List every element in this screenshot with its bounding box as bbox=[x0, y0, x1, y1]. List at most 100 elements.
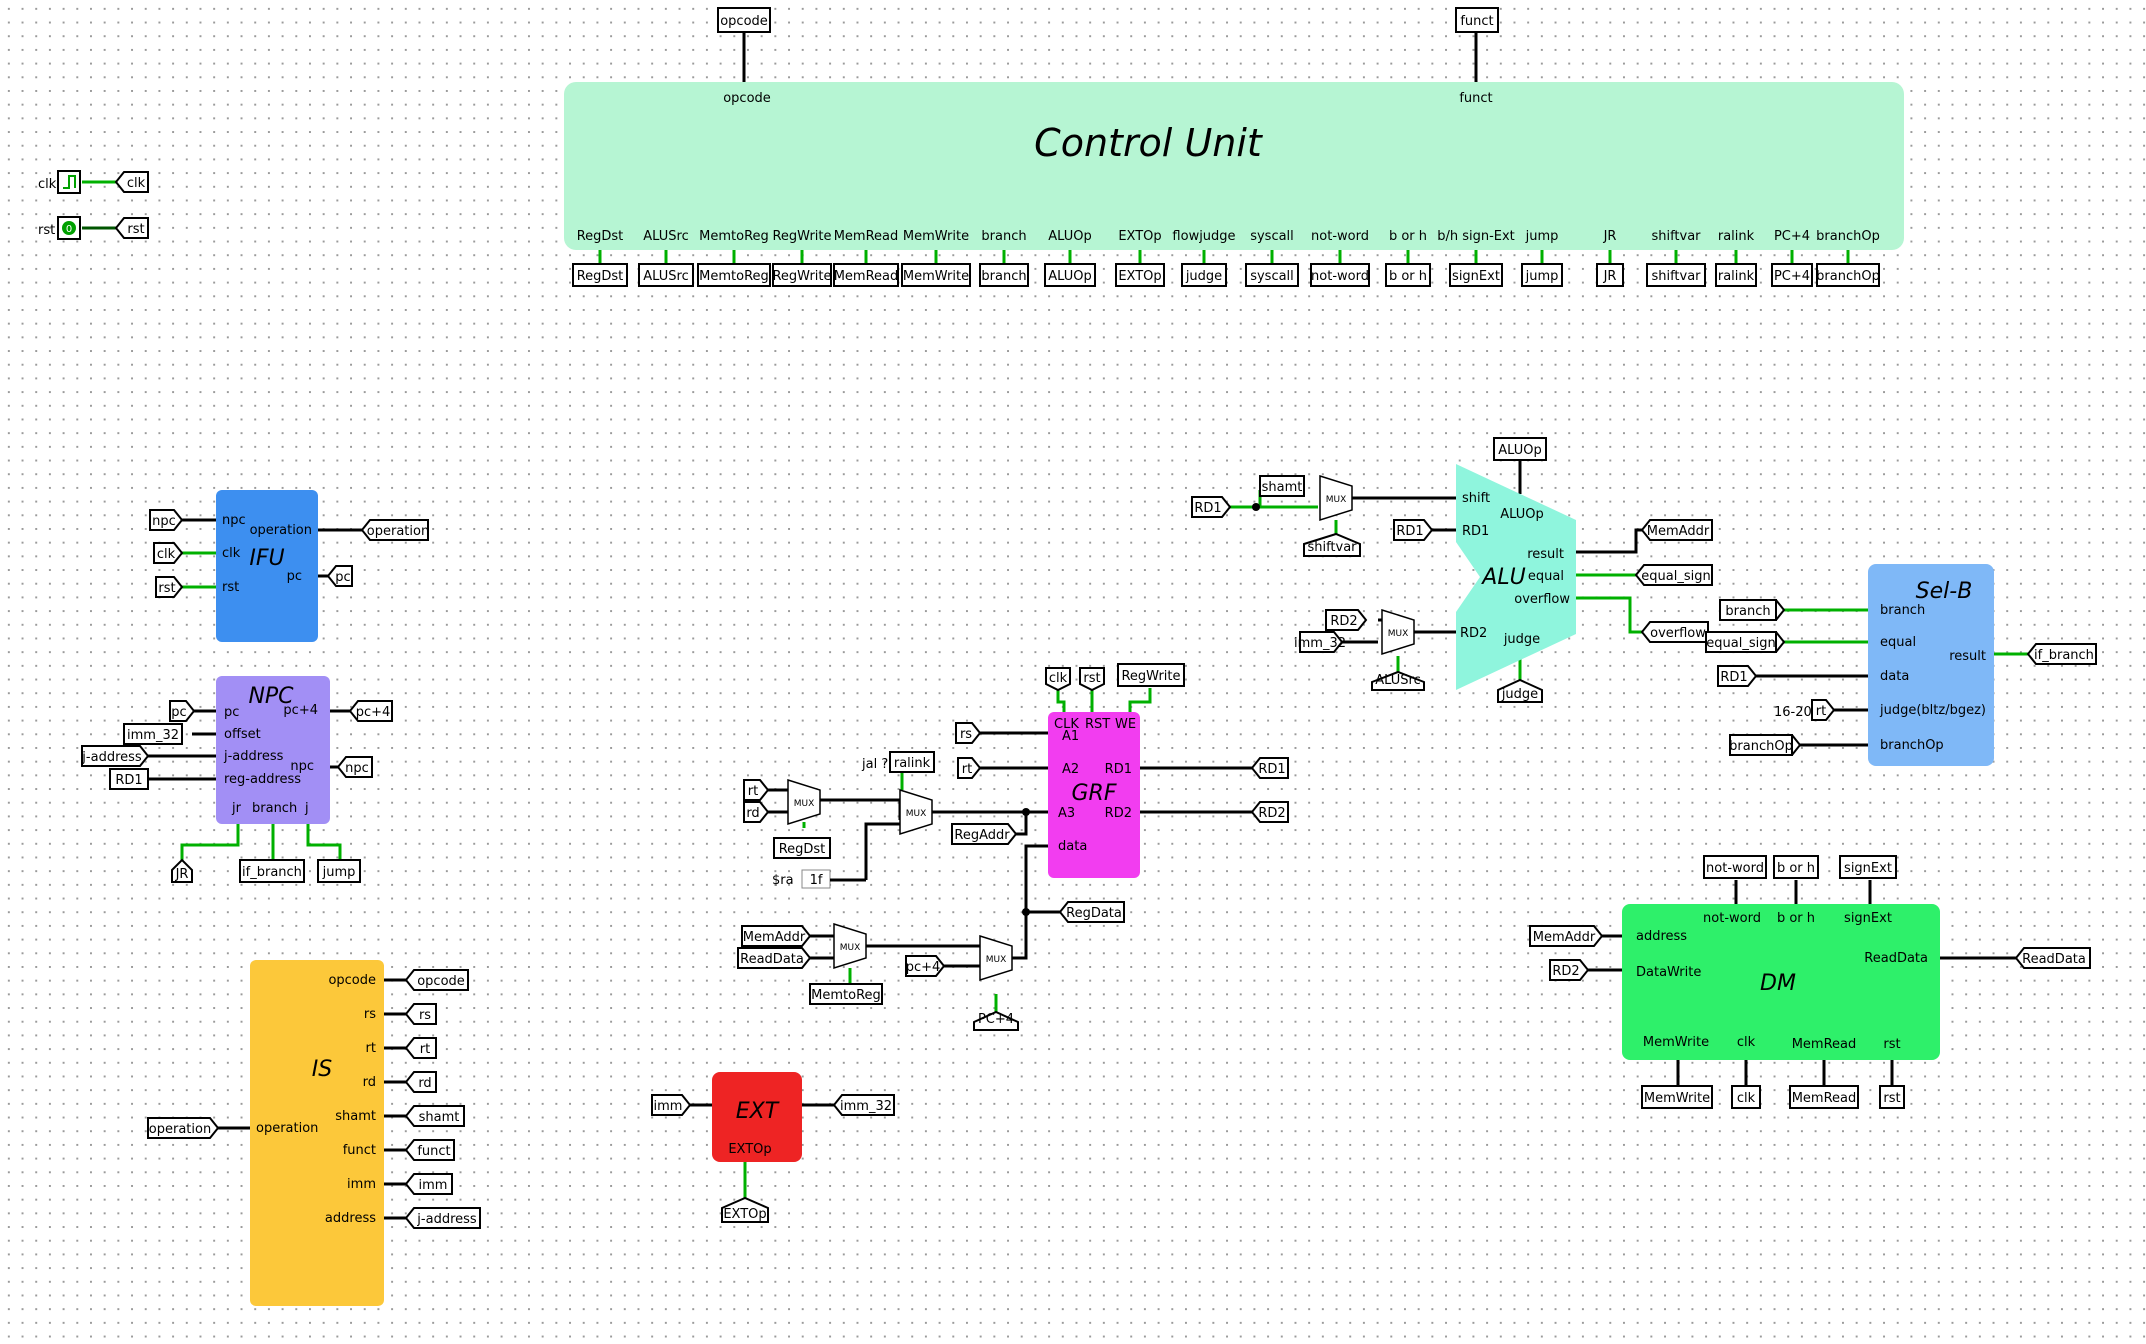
reset-input-pin[interactable]: rst 0 rst bbox=[38, 216, 149, 240]
tunnel-dm-memread[interactable]: MemRead bbox=[1789, 1085, 1859, 1109]
tunnel-cu-11[interactable]: not-word bbox=[1310, 263, 1370, 287]
tunnel-npc-pc4[interactable]: pc+4 bbox=[348, 700, 393, 722]
mux-regdst[interactable]: MUX bbox=[787, 779, 821, 825]
tunnel-npc-npc[interactable]: npc bbox=[336, 756, 373, 778]
tunnel-grf-regdata[interactable]: RegData bbox=[1058, 901, 1125, 923]
tunnel-is-3[interactable]: rd bbox=[404, 1071, 437, 1093]
tunnel-is-4[interactable]: shamt bbox=[404, 1105, 465, 1127]
tunnel-selb-branch[interactable]: branch bbox=[1719, 599, 1786, 621]
alu-block[interactable]: ALU shift ALUOp RD1 result equal overflo… bbox=[1456, 464, 1576, 690]
tunnel-alu-imm32[interactable]: imm_32 bbox=[1294, 631, 1346, 653]
tunnel-cu-18[interactable]: PC+4 bbox=[1771, 263, 1813, 287]
tunnel-alu-judge[interactable]: judge bbox=[1497, 678, 1543, 703]
tunnel-mux-memaddr[interactable]: MemAddr bbox=[741, 925, 812, 947]
tunnel-npc-pc[interactable]: pc bbox=[169, 700, 196, 722]
tunnel-alu-rd1[interactable]: RD1 bbox=[1393, 519, 1434, 541]
tunnel-cu-0[interactable]: RegDst bbox=[572, 263, 628, 287]
mux-memtoreg[interactable]: MUX bbox=[833, 923, 867, 969]
tunnel-is-5[interactable]: funct bbox=[404, 1139, 455, 1161]
selb-block[interactable]: Sel-B branch equal result data judge(blt… bbox=[1868, 564, 1994, 766]
tunnel-dm-rst[interactable]: rst bbox=[1879, 1085, 1905, 1109]
tunnel-is-6[interactable]: imm bbox=[404, 1173, 453, 1195]
tunnel-ralink[interactable]: ralink bbox=[889, 751, 935, 773]
tunnel-dm-clk[interactable]: clk bbox=[1731, 1085, 1761, 1109]
tunnel-cu-8[interactable]: EXTOp bbox=[1115, 263, 1165, 287]
tunnel-npc-jaddress[interactable]: j-address bbox=[81, 745, 150, 767]
tunnel-ifu-clk[interactable]: clk bbox=[153, 542, 184, 564]
is-block[interactable]: IS operation opcodersrtrdshamtfunctimmad… bbox=[250, 960, 384, 1306]
tunnel-grf-rd1[interactable]: RD1 bbox=[1250, 757, 1289, 779]
tunnel-mux-rd[interactable]: rd bbox=[743, 801, 770, 823]
tunnel-alu-overflow[interactable]: overflow bbox=[1640, 621, 1709, 643]
ext-block[interactable]: EXT EXTOp bbox=[712, 1072, 802, 1162]
tunnel-funct-top[interactable]: funct bbox=[1455, 7, 1499, 33]
tunnel-cu-2[interactable]: MemtoReg bbox=[697, 263, 771, 287]
tunnel-is-7[interactable]: j-address bbox=[404, 1207, 481, 1229]
tunnel-alu-alusrc[interactable]: ALUSrc bbox=[1371, 670, 1425, 691]
tunnel-cu-1[interactable]: ALUSrc bbox=[638, 263, 694, 287]
tunnel-npc-jump[interactable]: jump bbox=[317, 859, 361, 883]
tunnel-mux-memtoreg[interactable]: MemtoReg bbox=[809, 983, 883, 1005]
tunnel-cu-13[interactable]: signExt bbox=[1449, 263, 1503, 287]
tunnel-cu-5[interactable]: MemWrite bbox=[901, 263, 971, 287]
tunnel-cu-10[interactable]: syscall bbox=[1245, 263, 1299, 287]
tunnel-alu-aluop[interactable]: ALUOp bbox=[1493, 437, 1547, 461]
tunnel-selb-branchop[interactable]: branchOp bbox=[1729, 734, 1802, 756]
tunnel-cu-6[interactable]: branch bbox=[979, 263, 1029, 287]
dm-block[interactable]: DM address DataWrite not-word b or h sig… bbox=[1622, 904, 1940, 1060]
tunnel-dm-memwrite[interactable]: MemWrite bbox=[1641, 1085, 1713, 1109]
mux-jal[interactable]: MUX bbox=[899, 789, 933, 835]
tunnel-grf-rs[interactable]: rs bbox=[955, 722, 982, 744]
tunnel-alu-shiftvar[interactable]: shiftvar bbox=[1303, 532, 1361, 557]
tunnel-ifu-rst[interactable]: rst bbox=[155, 576, 184, 598]
clock-source[interactable]: clk clk bbox=[38, 170, 149, 194]
tunnel-cu-15[interactable]: JR bbox=[1596, 263, 1624, 287]
tunnel-cu-7[interactable]: ALUOp bbox=[1044, 263, 1096, 287]
ifu-block[interactable]: IFU npc operation clk pc rst bbox=[216, 490, 318, 642]
tunnel-grf-rst[interactable]: rst bbox=[1079, 667, 1105, 692]
tunnel-mux-pc4in[interactable]: pc+4 bbox=[905, 955, 946, 977]
tunnel-npc-jr[interactable]: JR bbox=[171, 858, 193, 883]
tunnel-cu-19[interactable]: branchOp bbox=[1816, 263, 1880, 287]
tunnel-is-1[interactable]: rs bbox=[404, 1003, 437, 1025]
tunnel-alu-rd2[interactable]: RD2 bbox=[1325, 609, 1368, 631]
tunnel-grf-clk[interactable]: clk bbox=[1045, 667, 1071, 692]
tunnel-dm-rd2[interactable]: RD2 bbox=[1549, 959, 1590, 981]
tunnel-selb-ifbranch[interactable]: if_branch bbox=[2026, 643, 2097, 665]
tunnel-ext-imm[interactable]: imm bbox=[651, 1094, 692, 1116]
tunnel-dm-memaddr[interactable]: MemAddr bbox=[1529, 925, 1604, 947]
tunnel-alu-equal[interactable]: equal_sign bbox=[1634, 564, 1713, 586]
tunnel-mux-readdata[interactable]: ReadData bbox=[737, 947, 812, 969]
tunnel-dm-readdata[interactable]: ReadData bbox=[2014, 947, 2091, 969]
tunnel-grf-regaddr[interactable]: RegAddr bbox=[951, 823, 1018, 845]
tunnel-npc-ifbranch[interactable]: if_branch bbox=[239, 859, 305, 883]
tunnel-npc-imm32[interactable]: imm_32 bbox=[123, 723, 183, 745]
tunnel-ifu-operation[interactable]: operation bbox=[360, 519, 429, 541]
tunnel-is-0[interactable]: opcode bbox=[404, 969, 469, 991]
tunnel-selb-equal[interactable]: equal_sign bbox=[1705, 631, 1786, 653]
tunnel-grf-rt[interactable]: rt bbox=[957, 757, 982, 779]
tunnel-ext-imm32[interactable]: imm_32 bbox=[832, 1094, 895, 1116]
tunnel-mux-regdst[interactable]: RegDst bbox=[773, 837, 831, 859]
tunnel-alu-shamt[interactable]: shamt bbox=[1259, 475, 1305, 497]
tunnel-selb-rd1[interactable]: RD1 bbox=[1717, 665, 1758, 687]
tunnel-opcode-top[interactable]: opcode bbox=[717, 7, 771, 33]
mux-shift[interactable]: MUX bbox=[1319, 475, 1353, 521]
tunnel-dm-notword[interactable]: not-word bbox=[1703, 855, 1767, 879]
tunnel-alu-rd1a[interactable]: RD1 bbox=[1191, 496, 1232, 518]
tunnel-cu-12[interactable]: b or h bbox=[1385, 263, 1431, 287]
tunnel-mux-rt[interactable]: rt bbox=[743, 779, 770, 801]
tunnel-cu-4[interactable]: MemRead bbox=[833, 263, 899, 287]
tunnel-ifu-npc[interactable]: npc bbox=[149, 509, 184, 531]
tunnel-alu-memaddr[interactable]: MemAddr bbox=[1640, 519, 1713, 541]
tunnel-selb-rt[interactable]: rt bbox=[1811, 699, 1836, 721]
tunnel-cu-9[interactable]: judge bbox=[1181, 263, 1227, 287]
tunnel-is-operation[interactable]: operation bbox=[147, 1117, 220, 1139]
tunnel-cu-3[interactable]: RegWrite bbox=[772, 263, 832, 287]
mux-pc4[interactable]: MUX bbox=[979, 935, 1013, 981]
mux-alusrc[interactable]: MUX bbox=[1381, 609, 1415, 655]
tunnel-ext-extop[interactable]: EXTOp bbox=[721, 1196, 769, 1223]
npc-block[interactable]: NPC pc pc+4 offset j-address npc reg-add… bbox=[216, 676, 330, 824]
